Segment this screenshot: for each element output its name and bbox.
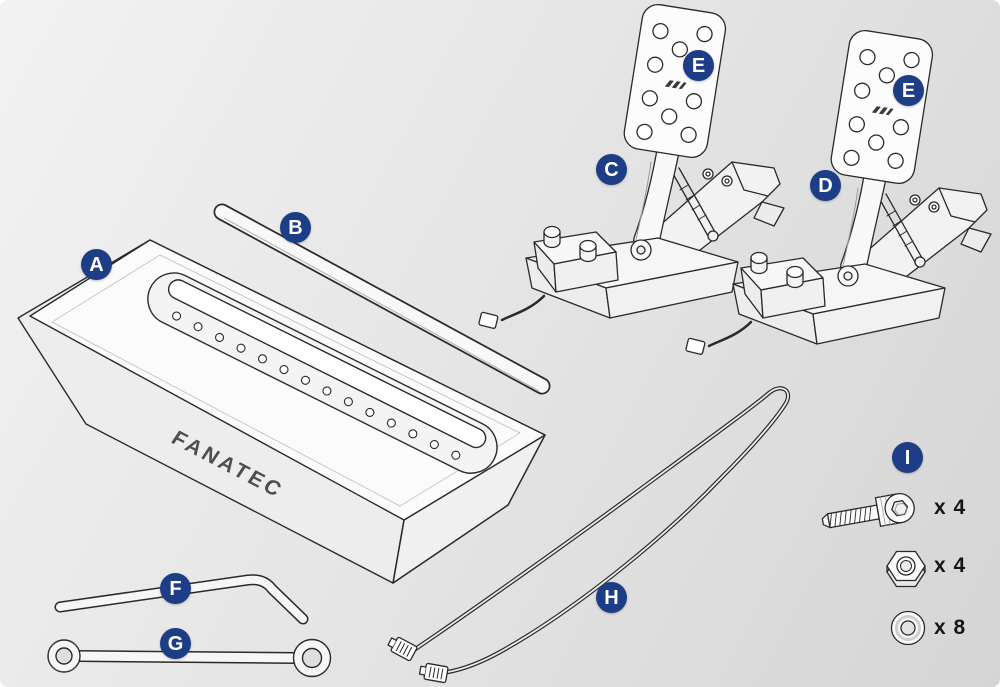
nut-quantity: x 4 [934,554,967,577]
base-plate: FANATEC [17,239,546,584]
part-label-b: B [280,212,311,243]
wrench [47,638,332,678]
allen-key [54,574,309,625]
part-label-a: A [81,249,112,280]
base-plate-slot [147,272,498,474]
part-label-d: D [810,170,841,201]
part-label-e1: E [683,50,714,81]
connection-cable [385,386,791,684]
cable-plug-icon [385,633,419,662]
part-label-e2: E [893,75,924,106]
washer [890,610,926,646]
washer-quantity: x 8 [934,616,967,639]
part-label-c: C [596,154,627,185]
part-label-h: H [596,582,627,613]
pedal-assembly-left [477,1,786,330]
cable-plug-icon [418,661,449,684]
part-label-f: F [160,573,191,604]
part-label-i: I [892,442,923,473]
screw-quantity: x 4 [934,496,967,519]
heel-rest-bar [213,203,551,395]
screw [821,493,915,529]
part-label-g: G [160,628,191,659]
nut [886,550,926,588]
